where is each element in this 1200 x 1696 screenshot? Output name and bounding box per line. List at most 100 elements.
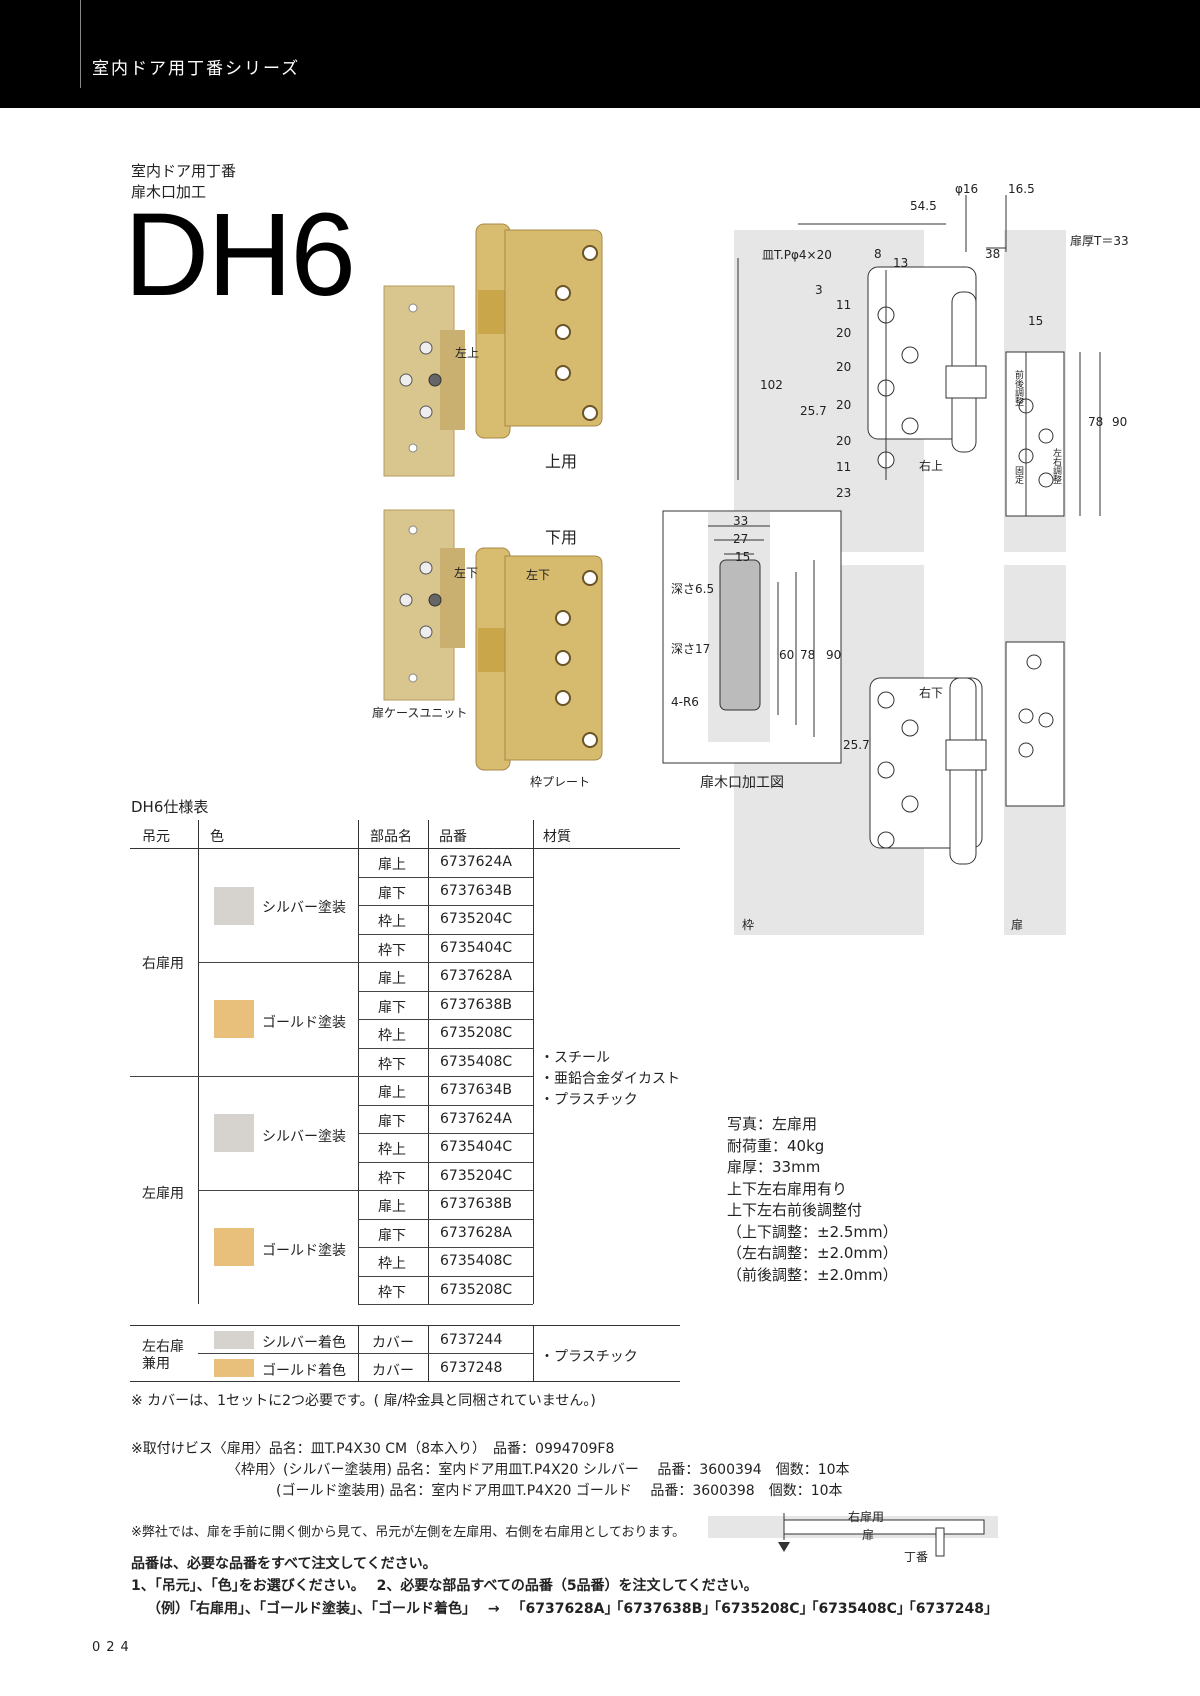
cover-part-gold: カバー	[372, 1363, 414, 1379]
label-case-unit: 扉ケースユニット	[372, 706, 468, 720]
header-rule	[80, 0, 81, 88]
label-frame-plate: 枠プレート	[530, 775, 591, 789]
dim-screw: 皿T.Pφ4×20	[762, 248, 832, 262]
cut-dim-33: 33	[733, 514, 749, 528]
cut-dim-15: 15	[735, 550, 751, 564]
dim-90: 90	[1112, 415, 1128, 429]
dim-54-5: 54.5	[910, 199, 937, 213]
info-line: 写真：左扉用	[727, 1115, 818, 1133]
frame-label: 枠	[742, 918, 755, 932]
cover-material: ・プラスチック	[540, 1349, 638, 1365]
swatch-gold-cover	[214, 1359, 254, 1377]
plate-mark-fixed: 固定	[1013, 466, 1023, 484]
swatch-silver-left	[214, 1114, 254, 1152]
upper-hinge-photo	[383, 223, 603, 477]
dim-20d: 20	[836, 434, 852, 448]
dim-102: 102	[760, 378, 783, 392]
product-category: 室内ドア用丁番	[131, 162, 237, 180]
dim-11a: 11	[836, 298, 852, 312]
spec-code: 6737634B	[440, 882, 512, 899]
cover-code-silver: 6737244	[440, 1332, 503, 1348]
cut-diagram	[662, 510, 842, 764]
hang-both: 左右扉兼用	[142, 1339, 184, 1372]
cover-note: ※ カバーは、1セットに2つ必要です。( 扉/枠金具と同梱されていません。)	[131, 1393, 596, 1409]
cover-part-silver: カバー	[372, 1335, 414, 1351]
door-label: 扉	[1011, 918, 1024, 932]
series-title: 室内ドア用丁番シリーズ	[92, 59, 301, 79]
cover-code-gold: 6737248	[440, 1360, 503, 1376]
spec-code: 6737638B	[440, 1196, 512, 1212]
product-subcategory: 扉木口加工	[131, 183, 207, 201]
swatch-silver-cover	[214, 1331, 254, 1349]
spec-part: 扉上	[378, 1199, 406, 1215]
info-line: 耐荷重：40kg	[727, 1136, 825, 1155]
cut-radius: 4-R6	[671, 695, 699, 709]
plate-mark-front-back: 前後調整	[1013, 370, 1023, 406]
dim-3: 3	[815, 283, 823, 297]
spec-code: 6737638B	[440, 996, 512, 1013]
material-3: ・プラスチック	[540, 1092, 638, 1108]
dim-8: 8	[874, 247, 882, 261]
label-upper: 上用	[545, 452, 578, 471]
spec-code: 6735204C	[440, 911, 513, 927]
hand-diagram	[708, 1513, 998, 1557]
cut-dim-60: 60	[779, 648, 795, 662]
screw-note-3: (ゴールド塗装用) 品名：室内ドア用皿T.P4X20 ゴールド 品番：36003…	[276, 1483, 843, 1499]
swatch-gold-left	[214, 1228, 254, 1266]
info-line: 扉厚：33mm	[727, 1158, 821, 1176]
spec-title: DH6仕様表	[131, 798, 209, 816]
swatch-gold-right	[214, 1000, 254, 1038]
hand-note: ※弊社では、扉を手前に開く側から見て、吊元が左側を左扉用、右側を右扉用としており…	[131, 1525, 686, 1540]
hinge-mark-left-upper: 左上	[455, 346, 480, 360]
header-color: 色	[210, 829, 224, 845]
spec-code: 6737628A	[440, 968, 512, 984]
dim-38: 38	[985, 247, 1001, 261]
dim-15: 15	[1028, 314, 1044, 328]
spec-code: 6735404C	[440, 939, 513, 956]
hang-right: 右扉用	[142, 956, 184, 972]
mark-right-lower: 右下	[919, 686, 944, 700]
spec-part: 枠上	[378, 1028, 406, 1044]
dim-13: 13	[893, 256, 909, 270]
dim-16-5: 16.5	[1008, 182, 1035, 196]
spec-code: 6735408C	[440, 1253, 513, 1269]
hinge-mark-left-lower: 左下	[454, 566, 479, 580]
color-gold-right: ゴールド塗装	[262, 1015, 346, 1031]
technical-drawing	[734, 195, 1101, 935]
screw-note-1: ※取付けビス〈扉用〉品名：皿T.P4X30 CM（8本入り） 品番：099470…	[131, 1441, 615, 1457]
product-info: 写真：左扉用 耐荷重：40kg 扉厚：33mm 上下左右扉用有り 上下左右前後調…	[727, 1114, 898, 1286]
screw-note-2: 〈枠用〉(シルバー塗装用) 品名：室内ドア用皿T.P4X20 シルバー 品番：3…	[227, 1462, 850, 1478]
info-line: 上下左右前後調整付	[727, 1201, 863, 1219]
header-code: 品番	[439, 829, 467, 845]
color-silver-left: シルバー塗装	[262, 1129, 346, 1145]
header-hang: 吊元	[142, 829, 170, 845]
spec-code: 6737634B	[440, 1082, 512, 1098]
info-line: （左右調整：±2.0mm）	[727, 1244, 898, 1262]
cover-color-gold: ゴールド着色	[262, 1363, 346, 1379]
spec-code: 6737624A	[440, 1110, 512, 1127]
material-2: ・亜鉛合金ダイカスト	[540, 1071, 680, 1087]
dim-11b: 11	[836, 460, 852, 474]
spec-part: 枠上	[378, 1142, 406, 1158]
spec-part: 枠上	[378, 914, 406, 930]
cut-caption: 扉木口加工図	[700, 775, 784, 791]
order-note-2: 1、｢吊元｣、｢色｣をお選びください。 2、必要な部品すべての品番（5品番）を注…	[131, 1578, 758, 1594]
diagram-door: 扉	[862, 1528, 875, 1542]
spec-code: 6737628A	[440, 1224, 512, 1241]
spec-part: 扉上	[378, 971, 406, 987]
spec-part: 扉下	[378, 1113, 406, 1130]
spec-part: 扉上	[378, 857, 406, 873]
spec-part: 扉下	[378, 885, 406, 902]
diagram-right-door: 右扉用	[848, 1510, 885, 1524]
spec-code: 6735204C	[440, 1167, 513, 1184]
spec-code: 6735208C	[440, 1281, 513, 1298]
dim-20b: 20	[836, 360, 852, 374]
dim-20c: 20	[836, 398, 852, 412]
model-name: DH6	[124, 189, 356, 321]
spec-part: 枠下	[378, 1170, 406, 1187]
dim-25-7: 25.7	[800, 404, 827, 418]
color-silver-right: シルバー塗装	[262, 900, 346, 916]
info-line: （上下調整：±2.5mm）	[727, 1222, 898, 1241]
spec-part: 枠上	[378, 1256, 406, 1272]
spec-header-row: 吊元 色 部品名 品番 材質	[130, 820, 680, 849]
